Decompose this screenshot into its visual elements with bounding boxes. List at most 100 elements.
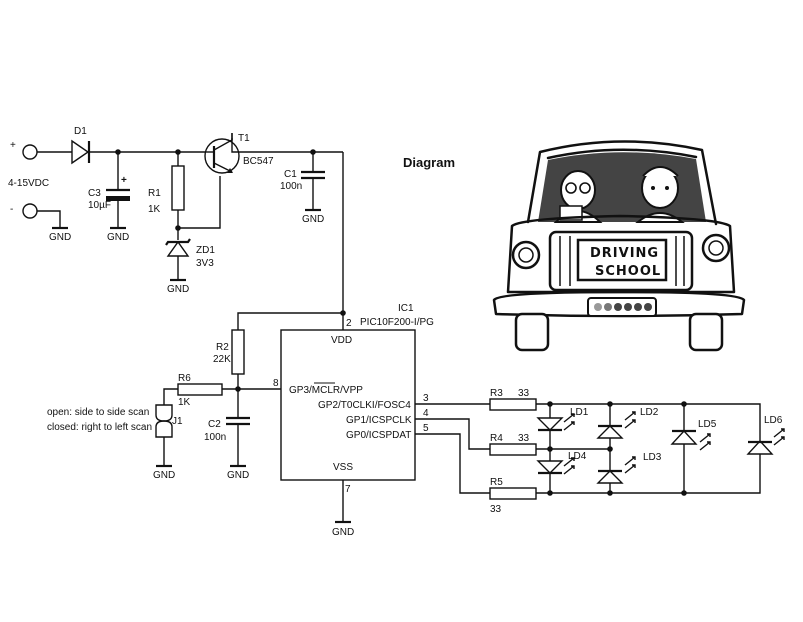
- junction-led-b: [607, 401, 613, 407]
- ic1-pin5: 5: [423, 423, 429, 434]
- led-ld3: LD3: [596, 452, 662, 484]
- r2-label: R2: [216, 342, 229, 353]
- power-input: + 4-15VDC - GND: [8, 140, 71, 243]
- t1-value: BC547: [243, 156, 274, 167]
- c2-value: 100n: [204, 432, 226, 443]
- junction-led-d: [547, 446, 553, 452]
- supply-minus-label: -: [10, 204, 13, 215]
- ld2-label: LD2: [640, 407, 659, 418]
- transistor-t1: T1 BC547: [204, 133, 274, 174]
- r6-value: 1K: [178, 397, 191, 408]
- c3-label: C3: [88, 188, 101, 199]
- c3-value: 10µF: [88, 200, 111, 211]
- junction-led-f: [547, 490, 553, 496]
- r2-value: 22K: [213, 354, 231, 365]
- c2-label: C2: [208, 419, 221, 430]
- diode-d1: D1: [71, 126, 91, 165]
- c1-label: C1: [284, 169, 297, 180]
- r3-value: 33: [518, 388, 530, 399]
- led-ld1: LD1: [536, 407, 589, 432]
- wire-gp1: [415, 418, 490, 450]
- ld6-label: LD6: [764, 415, 783, 426]
- resistor-r3: R3 33: [489, 388, 537, 411]
- note-closed: closed: right to left scan: [47, 422, 152, 433]
- ic1-gp1: GP1/ICSPCLK: [346, 415, 412, 426]
- ic1-pin4: 4: [423, 408, 429, 419]
- junction-led-e: [607, 446, 613, 452]
- ic1-gp3: GP3/MCLR/VPP: [289, 385, 363, 396]
- junction-led-c: [681, 401, 687, 407]
- led-ld4: LD4: [536, 451, 587, 475]
- sign-line1: DRIVING: [590, 246, 659, 261]
- ic1-gp0: GP0/ICSPDAT: [346, 430, 411, 441]
- gnd-label-j1: GND: [153, 470, 175, 481]
- c3-plus-label: +: [121, 175, 127, 186]
- diagram-title: Diagram: [403, 155, 455, 170]
- zener-zd1: ZD1 3V3 GND: [165, 238, 215, 295]
- r4-label: R4: [490, 433, 503, 444]
- ld1-label: LD1: [570, 407, 589, 418]
- supply-minus-wire: [37, 210, 61, 228]
- junction-led-a: [547, 401, 553, 407]
- ic1-pin7: 7: [345, 484, 351, 495]
- gnd-label-c3: GND: [107, 232, 129, 243]
- gnd-label-c1: GND: [302, 214, 324, 225]
- ld3-label: LD3: [643, 452, 662, 463]
- note-open: open: side to side scan: [47, 407, 149, 418]
- led-ld5: LD5: [670, 419, 717, 451]
- capacitor-c2: C2 100n GND: [204, 416, 250, 481]
- capacitor-c1: C1 100n GND: [280, 152, 325, 225]
- ic1-pin8: 8: [273, 378, 279, 389]
- zd1-value: 3V3: [196, 258, 214, 269]
- ic1-vss: VSS: [333, 462, 353, 473]
- ic1-vdd: VDD: [331, 335, 352, 346]
- supply-plus-terminal: [22, 144, 38, 160]
- ic1-gp2: GP2/T0CLKI/FOSC4: [318, 400, 411, 411]
- zd1-label: ZD1: [196, 245, 215, 256]
- r1-label: R1: [148, 188, 161, 199]
- resistor-r2: R2 22K: [213, 329, 245, 418]
- c1-value: 100n: [280, 181, 302, 192]
- capacitor-c3: + C3 10µF GND: [88, 152, 130, 243]
- r5-label: R5: [490, 477, 503, 488]
- supply-plus-label: +: [10, 140, 16, 151]
- wire-t1-base: [178, 176, 221, 229]
- r5-value: 33: [490, 504, 502, 515]
- ld5-label: LD5: [698, 419, 717, 430]
- resistor-r4: R4 33: [489, 433, 537, 456]
- ic1-pin3: 3: [423, 393, 429, 404]
- j1-label: J1: [172, 416, 183, 427]
- wire-r2-top: [237, 312, 343, 330]
- ld4-label: LD4: [568, 451, 587, 462]
- r1-value: 1K: [148, 204, 161, 215]
- supply-voltage-label: 4-15VDC: [8, 178, 49, 189]
- ic1-body: [280, 329, 416, 481]
- sign-line2: SCHOOL: [595, 264, 661, 279]
- wire-rail-b: [231, 133, 343, 153]
- led-ld6: LD6: [746, 415, 785, 455]
- junction-led-g: [607, 490, 613, 496]
- junction-led-h: [681, 490, 687, 496]
- wire-gp0: [415, 433, 490, 494]
- d1-label: D1: [74, 126, 87, 137]
- supply-minus-terminal: [22, 203, 38, 219]
- t1-label: T1: [238, 133, 250, 144]
- r4-value: 33: [518, 433, 530, 444]
- resistor-r6: R6 1K: [163, 373, 223, 408]
- gnd-label-c2: GND: [227, 470, 249, 481]
- r3-label: R3: [490, 388, 503, 399]
- ic1-pin2: 2: [346, 318, 352, 329]
- ic1: IC1 PIC10F200-I/PG 2 VDD GP3/MCLR/VPP GP…: [273, 303, 434, 495]
- ic1-part: PIC10F200-I/PG: [360, 317, 434, 328]
- gnd-label-supply: GND: [49, 232, 71, 243]
- r6-label: R6: [178, 373, 191, 384]
- resistor-r5: R5 33: [489, 477, 537, 515]
- led-ld2: LD2: [596, 407, 659, 439]
- jumper-j1: J1 GND: [153, 404, 183, 481]
- driving-school-car-illustration: DRIVING SCHOOL: [492, 140, 746, 352]
- ic1-name: IC1: [398, 303, 414, 314]
- gnd-label-ic: GND: [332, 527, 354, 538]
- gnd-label-zd1: GND: [167, 284, 189, 295]
- resistor-r1: R1 1K: [148, 152, 185, 240]
